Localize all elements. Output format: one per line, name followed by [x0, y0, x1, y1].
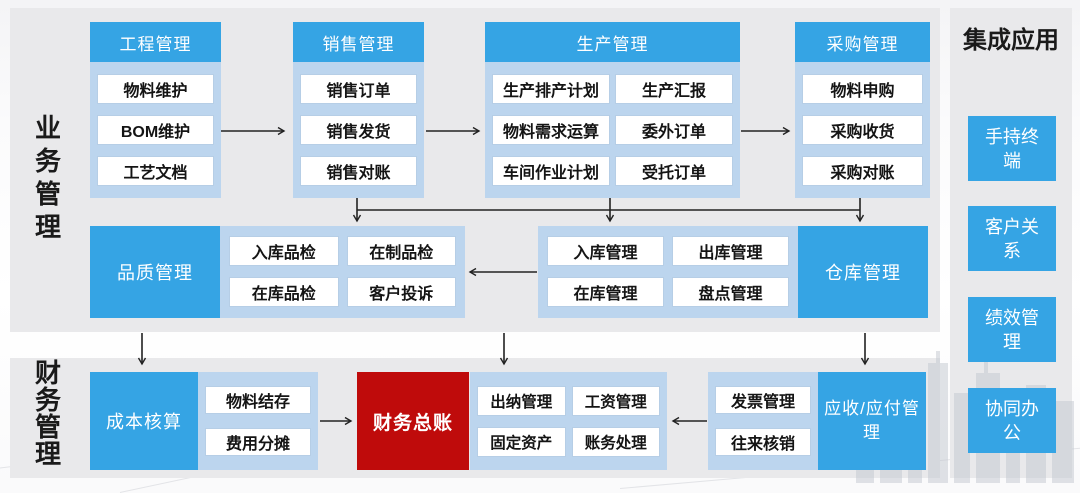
item-transaction-writeoff: 往来核销: [716, 428, 810, 455]
production-title: 生产管理: [485, 22, 740, 62]
item-customer-complaint: 客户投诉: [347, 277, 455, 306]
item-expense-allocation: 费用分摊: [206, 428, 310, 455]
purchasing-module: 采购管理 物料申购 采购收货 采购对账: [795, 22, 930, 198]
integration-apps-title: 集成应用: [963, 27, 1059, 54]
item-sales-order: 销售订单: [301, 75, 416, 103]
sales-module: 销售管理 销售订单 销售发货 销售对账: [293, 22, 424, 198]
item-accounting-processing: 账务处理: [572, 428, 659, 457]
sales-title: 销售管理: [293, 22, 424, 62]
production-items: 生产排产计划 生产汇报 物料需求运算 委外订单 车间作业计划 受托订单: [485, 62, 740, 198]
item-inbound-management: 入库管理: [548, 237, 663, 266]
item-inprocess-inspection: 在制品检: [347, 237, 455, 266]
item-material-maintenance: 物料维护: [98, 75, 213, 103]
cashier-items: 出纳管理 工资管理 固定资产 账务处理: [470, 372, 667, 470]
item-production-report: 生产汇报: [616, 75, 732, 103]
ar-ap-management-box: 应收/应付管理: [818, 372, 926, 470]
item-outsourcing-order: 委外订单: [616, 116, 732, 144]
purchasing-items: 物料申购 采购收货 采购对账: [795, 62, 930, 198]
cost-accounting-box: 成本核算: [90, 372, 198, 470]
item-outbound-management: 出库管理: [673, 237, 788, 266]
item-cashier-management: 出纳管理: [478, 386, 565, 415]
production-module: 生产管理 生产排产计划 生产汇报 物料需求运算 委外订单 车间作业计划 受托订单: [485, 22, 740, 198]
item-stock-inspection: 在库品检: [230, 277, 338, 306]
cost-items: 物料结存 费用分摊: [198, 372, 318, 470]
item-payroll-management: 工资管理: [572, 386, 659, 415]
finance-management-label: 财务管理: [34, 358, 61, 469]
engineering-module: 工程管理 物料维护 BOM维护 工艺文档: [90, 22, 221, 198]
item-purchase-reconciliation: 采购对账: [803, 157, 922, 185]
invoice-items: 发票管理 往来核销: [708, 372, 818, 470]
business-management-label: 业务管理: [34, 113, 61, 242]
item-mrp-calculation: 物料需求运算: [493, 116, 609, 144]
quality-items: 入库品检 在制品检 在库品检 客户投诉: [220, 226, 465, 318]
sales-items: 销售订单 销售发货 销售对账: [293, 62, 424, 198]
item-material-requisition: 物料申购: [803, 75, 922, 103]
item-process-document: 工艺文档: [98, 157, 213, 185]
item-material-balance: 物料结存: [206, 387, 310, 414]
collaborative-office-box: 协同办公: [968, 388, 1056, 453]
item-sales-shipment: 销售发货: [301, 116, 416, 144]
item-stocktaking-management: 盘点管理: [673, 277, 788, 306]
item-invoice-management: 发票管理: [716, 387, 810, 414]
item-sales-reconciliation: 销售对账: [301, 157, 416, 185]
item-consignment-order: 受托订单: [616, 157, 732, 185]
customer-relations-box: 客户关系: [968, 206, 1056, 271]
quality-management-box: 品质管理: [90, 226, 220, 318]
engineering-items: 物料维护 BOM维护 工艺文档: [90, 62, 221, 198]
warehouse-items: 入库管理 出库管理 在库管理 盘点管理: [538, 226, 798, 318]
item-incoming-inspection: 入库品检: [230, 237, 338, 266]
warehouse-management-box: 仓库管理: [798, 226, 928, 318]
performance-management-box: 绩效管理: [968, 297, 1056, 362]
item-fixed-assets: 固定资产: [478, 428, 565, 457]
item-workshop-plan: 车间作业计划: [493, 157, 609, 185]
general-ledger-box: 财务总账: [357, 372, 469, 470]
item-production-schedule: 生产排产计划: [493, 75, 609, 103]
handheld-terminal-box: 手持终端: [968, 116, 1056, 181]
item-stock-management: 在库管理: [548, 277, 663, 306]
engineering-title: 工程管理: [90, 22, 221, 62]
item-purchase-receipt: 采购收货: [803, 116, 922, 144]
purchasing-title: 采购管理: [795, 22, 930, 62]
item-bom-maintenance: BOM维护: [98, 116, 213, 144]
